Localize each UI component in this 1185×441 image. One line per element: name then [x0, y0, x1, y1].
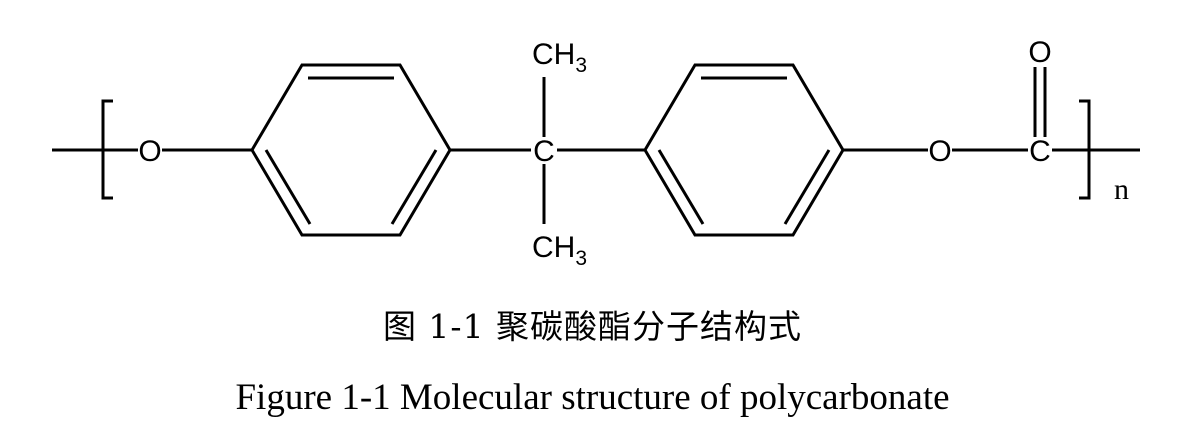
benzene-ring-right [643, 63, 845, 237]
atom-o-left: O [138, 135, 161, 168]
atom-o-carbonyl: O [1028, 36, 1051, 69]
right-bracket [1079, 99, 1091, 200]
group-ch3-top: CH3 [532, 38, 587, 77]
repeat-unit-subscript-n: n [1114, 173, 1129, 206]
polycarbonate-structure-diagram: O C CH3 CH3 O C O n [52, 36, 1140, 270]
atom-c-center: C [533, 135, 555, 168]
figure-caption-english: Figure 1-1 Molecular structure of polyca… [235, 377, 950, 418]
ring-right-double-bond-right [783, 149, 831, 225]
ring-left-double-bond-left [264, 149, 312, 225]
ring-left-double-bond-right [390, 149, 438, 225]
figure-caption-chinese: 图 1-1 聚碳酸酯分子结构式 [382, 307, 803, 346]
ring-right-double-bond-left [657, 149, 705, 225]
group-ch3-bottom: CH3 [532, 231, 587, 270]
atom-c-carbonyl: C [1029, 135, 1051, 168]
benzene-ring-left [250, 63, 452, 237]
atom-o-right: O [928, 135, 951, 168]
left-bracket [101, 99, 113, 200]
